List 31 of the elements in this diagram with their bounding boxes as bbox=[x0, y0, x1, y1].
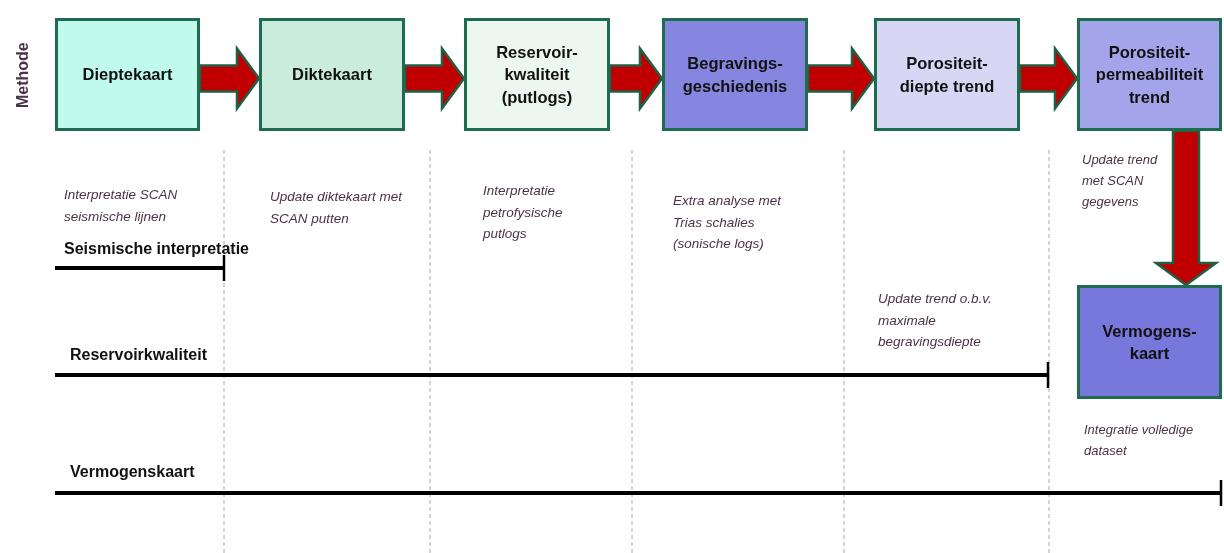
process-box bbox=[1077, 285, 1222, 399]
note-text: Update trend met SCAN gegevens bbox=[1082, 151, 1159, 211]
note-text: Extra analyse met Trias schalies (sonische logs) bbox=[673, 192, 783, 254]
box-label: Porositeit- diepte trend bbox=[898, 53, 996, 97]
block-arrow bbox=[1152, 129, 1220, 287]
box-label: Reservoir- kwaliteit (putlogs) bbox=[495, 42, 579, 108]
note-text: Update trend o.b.v. maximale begravingsdiepte bbox=[878, 290, 993, 352]
process-box bbox=[662, 18, 808, 131]
note-text: Interpretatie SCAN seismische lijnen bbox=[64, 186, 179, 226]
note-text: Integratie volledige dataset bbox=[1084, 421, 1195, 460]
box-label: Begravings- geschiedenis bbox=[681, 53, 789, 97]
row-heading: Methode bbox=[14, 42, 32, 108]
track-label: Vermogenskaart bbox=[70, 463, 195, 481]
process-box bbox=[1077, 18, 1222, 131]
process-box bbox=[55, 18, 200, 131]
note-text: Update diktekaart met SCAN putten bbox=[270, 188, 404, 228]
process-box bbox=[874, 18, 1020, 131]
block-arrow bbox=[403, 44, 466, 113]
process-box bbox=[464, 18, 610, 131]
box-label: Vermogens- kaart bbox=[1101, 320, 1198, 364]
track-label: Seismische interpretatie bbox=[64, 240, 249, 258]
note-text: Interpretatie petrofysische putlogs bbox=[483, 182, 564, 244]
block-arrow bbox=[1018, 44, 1079, 113]
block-arrow bbox=[198, 44, 261, 113]
track-label: Reservoirkwaliteit bbox=[70, 346, 207, 364]
box-label: Diktekaart bbox=[292, 64, 372, 86]
process-box bbox=[259, 18, 405, 131]
box-label: Porositeit- permeabiliteit trend bbox=[1094, 42, 1205, 108]
block-arrow bbox=[806, 44, 876, 113]
box-label: Dieptekaart bbox=[82, 64, 173, 86]
block-arrow bbox=[608, 44, 664, 113]
